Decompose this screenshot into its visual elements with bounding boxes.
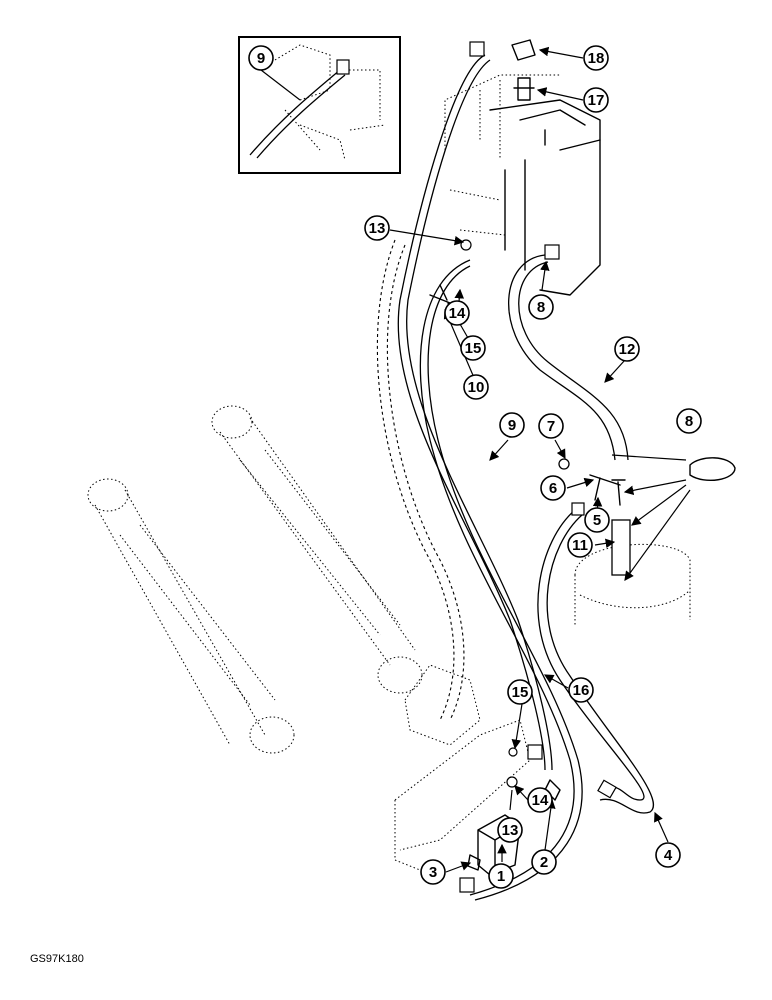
callout-4: 4 [655,842,681,868]
callout-label: 18 [588,50,605,67]
callout-label: 3 [429,864,437,881]
callout-label: 14 [532,792,549,809]
callout-15-top: 15 [460,335,486,361]
callout-label: 12 [619,341,636,358]
callout-8-clamp: 8 [676,408,702,434]
callout-17: 17 [583,87,609,113]
callout-label: 2 [540,854,548,871]
callout-14-top: 14 [444,300,470,326]
callout-label: 8 [685,413,693,430]
callout-9-inset: 9 [248,45,274,71]
callout-label: 15 [465,340,482,357]
callout-5: 5 [584,507,610,533]
inset-detail [238,36,401,174]
callout-8-top: 8 [528,294,554,320]
callout-15-bottom: 15 [507,679,533,705]
callout-label: 6 [549,480,557,497]
callout-label: 10 [468,379,485,396]
callout-label: 15 [512,684,529,701]
callout-10: 10 [463,374,489,400]
callout-label: 9 [257,50,265,67]
callout-label: 1 [497,868,505,885]
callout-label: 11 [572,537,588,554]
callout-18: 18 [583,45,609,71]
callout-label: 16 [573,682,590,699]
callout-2: 2 [531,849,557,875]
callout-label: 4 [664,847,673,864]
callout-11: 11 [567,532,593,558]
callout-label: 7 [547,418,555,435]
callout-13-bottom: 13 [497,817,523,843]
callout-12: 12 [614,336,640,362]
callout-label: 13 [369,220,386,237]
callout-14-bottom: 14 [527,787,553,813]
callout-16: 16 [568,677,594,703]
callout-label: 9 [508,417,516,434]
callout-label: 8 [537,299,545,316]
callout-label: 14 [449,305,466,322]
callout-label: 13 [502,822,519,839]
callout-label: 17 [588,92,605,109]
reservoir [574,543,691,625]
callout-label: 5 [593,512,601,529]
figure-code: GS97K180 [30,953,84,965]
mounting-plate [394,664,531,871]
callout-6: 6 [540,475,566,501]
callout-13-top: 13 [364,215,390,241]
callouts: 9 18 17 13 14 15 10 8 12 9 7 8 6 5 11 16… [248,45,702,889]
cylinder-right [211,405,423,694]
callout-9: 9 [499,412,525,438]
hoses [376,41,655,901]
callout-1: 1 [488,863,514,889]
fittings [429,39,736,876]
cylinder-left [87,478,295,754]
control-valve [444,74,601,296]
callout-3: 3 [420,859,446,885]
callout-7: 7 [538,413,564,439]
